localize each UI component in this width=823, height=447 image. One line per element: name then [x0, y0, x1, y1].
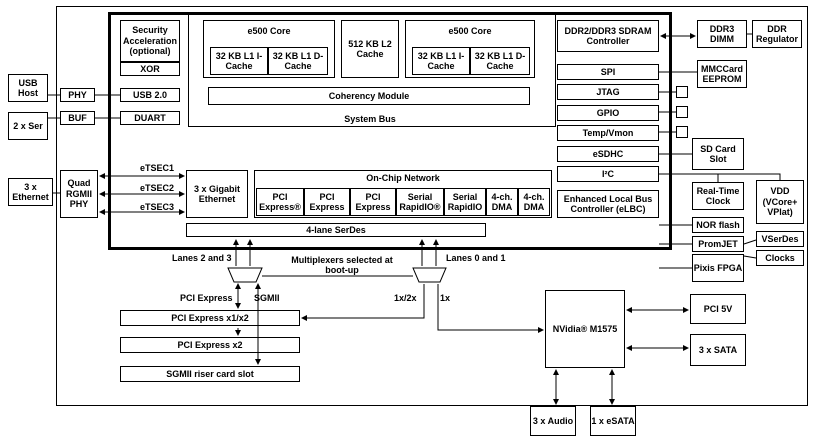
rgmii-phy: Quad RGMII PHY — [60, 170, 98, 218]
promjet: PromJET — [692, 236, 744, 252]
pcie-block-2: PCI Express — [304, 188, 350, 216]
pcie-block-3: PCI Express — [350, 188, 396, 216]
ddr-controller: DDR2/DDR3 SDRAM Controller — [557, 20, 659, 52]
esata-connector: 1 x eSATA — [590, 406, 636, 436]
core-right — [405, 20, 535, 78]
esdhc-block: eSDHC — [557, 146, 659, 162]
serial-connector: 2 x Ser — [8, 112, 48, 140]
duart-block: DUART — [120, 111, 180, 125]
spi-block: SPI — [557, 64, 659, 80]
usb-phy: PHY — [60, 88, 95, 102]
x12-label: 1x/2x — [394, 293, 417, 303]
l1i-cache-left: 32 KB L1 I-Cache — [210, 47, 268, 75]
temp-vmon-block: Temp/Vmon — [557, 125, 659, 141]
gpio-pad — [676, 106, 688, 118]
system-bus-label: System Bus — [344, 114, 396, 124]
audio-connector: 3 x Audio — [530, 406, 576, 436]
serial-buf: BUF — [60, 111, 95, 125]
mux-label: Multiplexers selected at boot-up — [291, 255, 393, 275]
lanes-0-1-label: Lanes 0 and 1 — [446, 253, 506, 263]
etsec3-label: eTSEC3 — [140, 202, 175, 212]
pixis-fpga: Pixis FPGA — [692, 254, 744, 282]
nor-flash: NOR flash — [692, 217, 744, 233]
dma-block-1: 4-ch. DMA — [486, 188, 518, 216]
vserdes-block: VSerDes — [756, 231, 804, 247]
vdd-block: VDD (VCore+ VPlat) — [756, 180, 804, 224]
srio-block-2: Serial RapidIO — [444, 188, 486, 216]
lanes-2-3-label: Lanes 2 and 3 — [172, 253, 232, 263]
l1i-cache-right: 32 KB L1 I-Cache — [412, 47, 470, 75]
l2-cache: 512 KB L2 Cache — [341, 20, 399, 78]
sd-card-slot: SD Card Slot — [692, 138, 744, 170]
clocks-block: Clocks — [756, 250, 804, 266]
etsec2-label: eTSEC2 — [140, 183, 175, 193]
l1d-cache-left: 32 KB L1 D-Cache — [268, 47, 328, 75]
pcie-slot-x1x2: PCI Express x1/x2 — [120, 310, 300, 326]
security-block: Security Acceleration (optional) — [120, 20, 180, 62]
usb-host-connector: USB Host — [8, 74, 48, 102]
l1d-cache-right: 32 KB L1 D-Cache — [470, 47, 530, 75]
coherency-module: Coherency Module — [208, 87, 530, 105]
on-chip-network — [254, 170, 552, 218]
core-left — [203, 20, 335, 78]
i2c-block: I²C — [557, 166, 659, 182]
temp-pad — [676, 126, 688, 138]
elbc-block: Enhanced Local Bus Controller (eLBC) — [557, 190, 659, 218]
real-time-clock: Real-Time Clock — [692, 182, 744, 210]
core-left-label: e500 Core — [247, 26, 291, 36]
jtag-pad — [676, 86, 688, 98]
etsec1-label: eTSEC1 — [140, 163, 175, 173]
on-chip-network-label: On-Chip Network — [366, 173, 440, 183]
sgmii-label: SGMII — [254, 293, 280, 303]
nvidia-m1575: NVidia® M1575 — [545, 290, 625, 368]
pcie-mux-label: PCI Express — [180, 293, 233, 303]
serdes-block: 4-lane SerDes — [186, 223, 486, 237]
srio-block-1: Serial RapidIO® — [396, 188, 444, 216]
jtag-block: JTAG — [557, 84, 659, 100]
gigabit-ethernet-block: 3 x Gigabit Ethernet — [186, 170, 248, 218]
dma-block-2: 4-ch. DMA — [518, 188, 550, 216]
usb2-block: USB 2.0 — [120, 88, 180, 102]
system-bus-frame — [188, 12, 556, 127]
xor-block: XOR — [120, 62, 180, 76]
ddr-regulator: DDR Regulator — [752, 20, 802, 48]
mmc-eeprom: MMCCard EEPROM — [697, 60, 747, 88]
pcie-block-1: PCI Express® — [256, 188, 304, 216]
sata-connector: 3 x SATA — [690, 334, 746, 366]
ddr3-dimm: DDR3 DIMM — [697, 20, 747, 48]
core-right-label: e500 Core — [448, 26, 492, 36]
pci-5v: PCI 5V — [690, 294, 746, 324]
x1-label: 1x — [440, 293, 451, 303]
pcie-slot-x2: PCI Express x2 — [120, 337, 300, 353]
sgmii-riser-slot: SGMII riser card slot — [120, 366, 300, 382]
gpio-block: GPIO — [557, 105, 659, 121]
board-frame — [56, 6, 808, 406]
ethernet-connector: 3 x Ethernet — [8, 178, 53, 206]
